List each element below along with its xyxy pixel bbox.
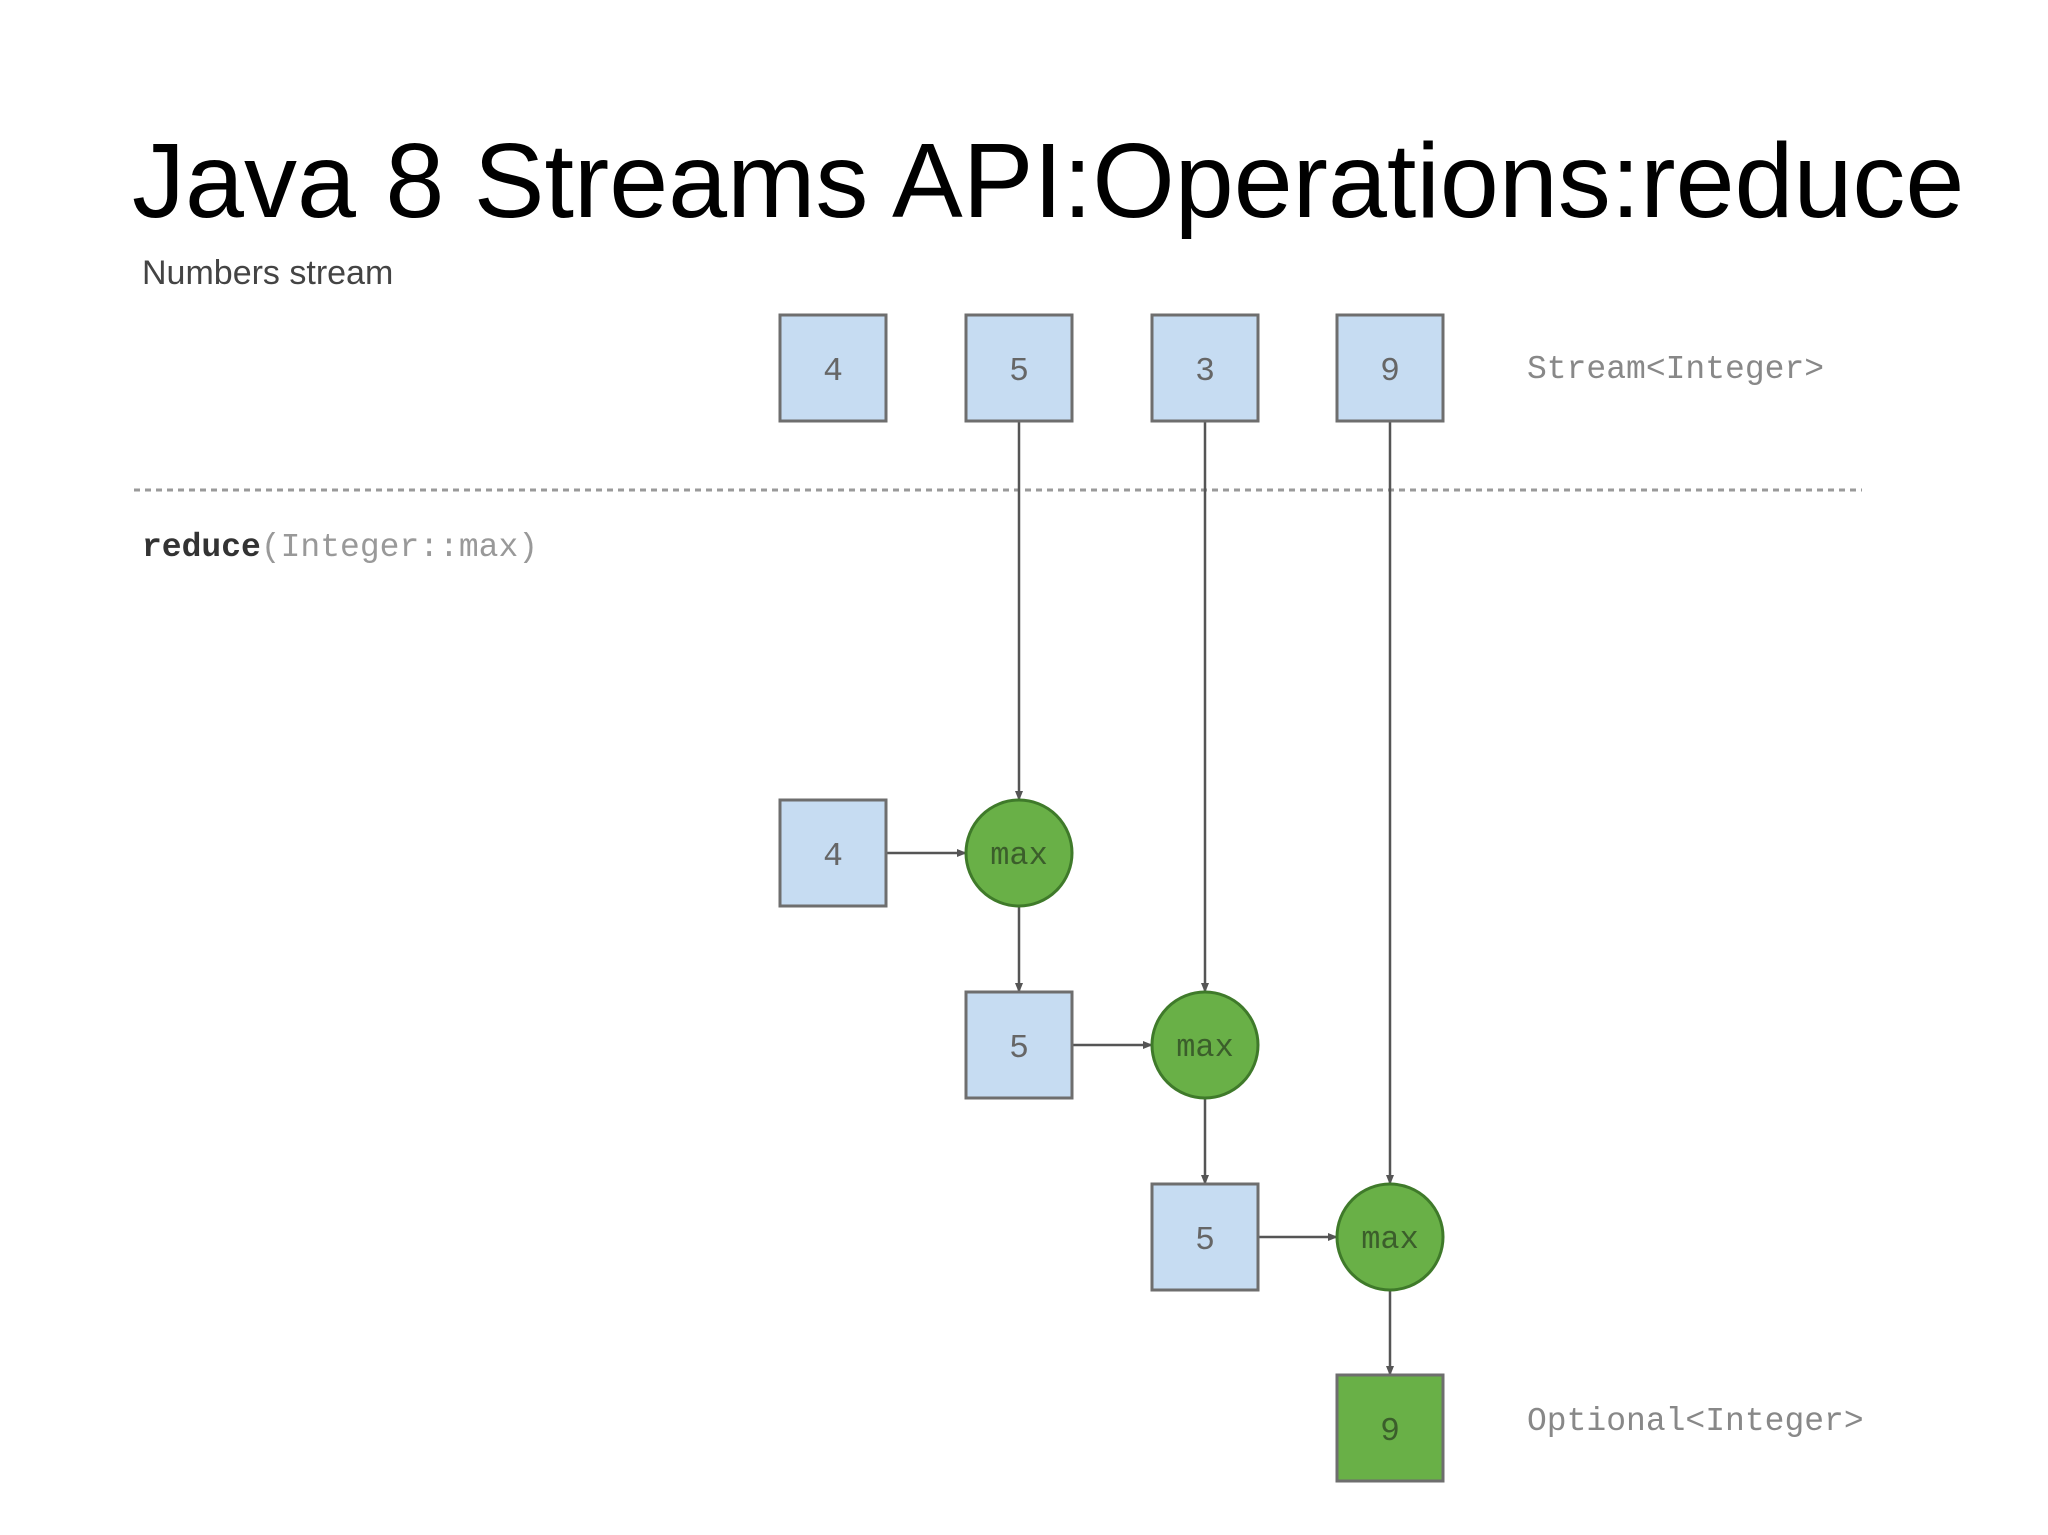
flow-arrows <box>886 421 1394 1376</box>
stream-element-3-value: 3 <box>1195 353 1215 390</box>
section-label: Numbers stream <box>142 254 393 292</box>
operation-keyword: reduce <box>142 529 261 566</box>
result-box-shape <box>1335 1373 1445 1483</box>
output-type-label: Optional<Integer> <box>1527 1403 1864 1440</box>
accumulator-3: 5 <box>1150 1182 1260 1292</box>
stream-element-2: 5 <box>964 313 1074 423</box>
accumulator-2: 5 <box>964 990 1074 1100</box>
operation-label: reduce(Integer::max) <box>142 529 538 566</box>
stream-element-2-value: 5 <box>1009 353 1029 390</box>
result-box-value: 9 <box>1380 1413 1400 1450</box>
flow-nodes: 4 5 3 9 4 max 5 max 5 max 9 <box>778 313 1445 1483</box>
stream-element-4-value: 9 <box>1380 353 1400 390</box>
accumulator-1: 4 <box>778 798 888 908</box>
stream-element-4: 9 <box>1335 313 1445 423</box>
stream-element-1-shape <box>778 313 888 423</box>
slide-title: Java 8 Streams API:Operations:reduce <box>132 122 1965 240</box>
accumulator-1-shape <box>778 798 888 908</box>
stream-element-3: 3 <box>1150 313 1260 423</box>
max-operation-3: max <box>1335 1182 1445 1292</box>
max-operation-1-label: max <box>990 837 1048 874</box>
stream-element-1-value: 4 <box>823 353 843 390</box>
max-operation-2: max <box>1150 990 1260 1100</box>
max-operation-2-shape <box>1150 990 1260 1100</box>
stream-element-4-shape <box>1335 313 1445 423</box>
result-box: 9 <box>1335 1373 1445 1483</box>
max-operation-3-label: max <box>1361 1221 1419 1258</box>
max-operation-3-shape <box>1335 1182 1445 1292</box>
stream-element-3-shape <box>1150 313 1260 423</box>
accumulator-3-shape <box>1150 1182 1260 1292</box>
input-type-label: Stream<Integer> <box>1527 351 1824 388</box>
accumulator-2-shape <box>964 990 1074 1100</box>
max-operation-2-label: max <box>1176 1029 1234 1066</box>
accumulator-2-value: 5 <box>1009 1030 1029 1067</box>
max-operation-1: max <box>964 798 1074 908</box>
stream-element-1: 4 <box>778 313 888 423</box>
max-operation-1-shape <box>964 798 1074 908</box>
accumulator-1-value: 4 <box>823 838 843 875</box>
operation-args: (Integer::max) <box>261 529 538 566</box>
accumulator-3-value: 5 <box>1195 1222 1215 1259</box>
stream-element-2-shape <box>964 313 1074 423</box>
